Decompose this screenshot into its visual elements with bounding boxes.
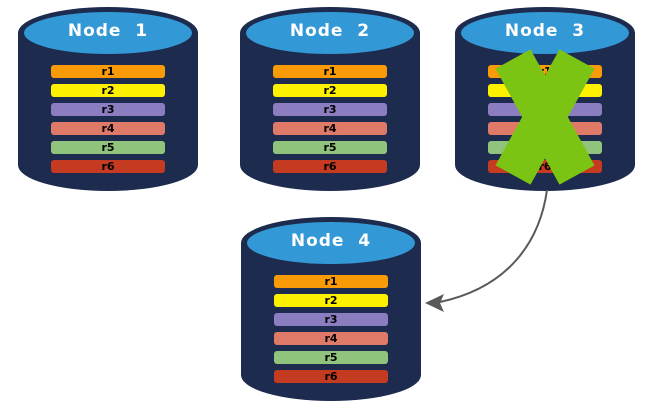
failover-arrow-line <box>439 189 548 303</box>
node-title: Node 3 <box>504 21 586 41</box>
db-node-4: Node 4 r1 r2 r3 r4 r5 r6 <box>241 217 421 401</box>
node-title: Node 4 <box>290 231 372 251</box>
db-node-3: Node 3 r1 r2 r3 r4 r5 r6 <box>455 7 635 191</box>
failover-arrowhead-icon <box>425 294 444 312</box>
partition-bar: r5 <box>274 351 388 364</box>
cylinder-top <box>461 12 629 54</box>
partition-bar: r1 <box>273 65 387 78</box>
partition-bar: r5 <box>273 141 387 154</box>
cylinder-top <box>246 12 414 54</box>
partition-bar: r4 <box>51 122 165 135</box>
node-title: Node 2 <box>289 21 371 41</box>
partition-bar: r4 <box>274 332 388 345</box>
partition-bar: r6 <box>273 160 387 173</box>
partition-bar: r2 <box>274 294 388 307</box>
partition-bar: r4 <box>273 122 387 135</box>
db-node-1: Node 1 r1 r2 r3 r4 r5 r6 <box>18 7 198 191</box>
partition-list: r1 r2 r3 r4 r5 r6 <box>51 65 165 179</box>
partition-bar: r2 <box>51 84 165 97</box>
cylinder-top <box>24 12 192 54</box>
partition-bar: r3 <box>273 103 387 116</box>
partition-bar: r6 <box>274 370 388 383</box>
x-stroke <box>495 49 595 185</box>
partition-bar: r2 <box>273 84 387 97</box>
partition-bar: r1 <box>274 275 388 288</box>
partition-list: r1 r2 r3 r4 r5 r6 <box>273 65 387 179</box>
node-title: Node 1 <box>67 21 149 41</box>
partition-bar: r3 <box>274 313 388 326</box>
partition-bar: r3 <box>51 103 165 116</box>
partition-bar: r6 <box>51 160 165 173</box>
partition-bar: r5 <box>51 141 165 154</box>
db-node-2: Node 2 r1 r2 r3 r4 r5 r6 <box>240 7 420 191</box>
partition-bar: r1 <box>51 65 165 78</box>
failure-x-icon <box>495 49 595 185</box>
cylinder-top <box>247 222 415 264</box>
partition-list: r1 r2 r3 r4 r5 r6 <box>274 275 388 389</box>
